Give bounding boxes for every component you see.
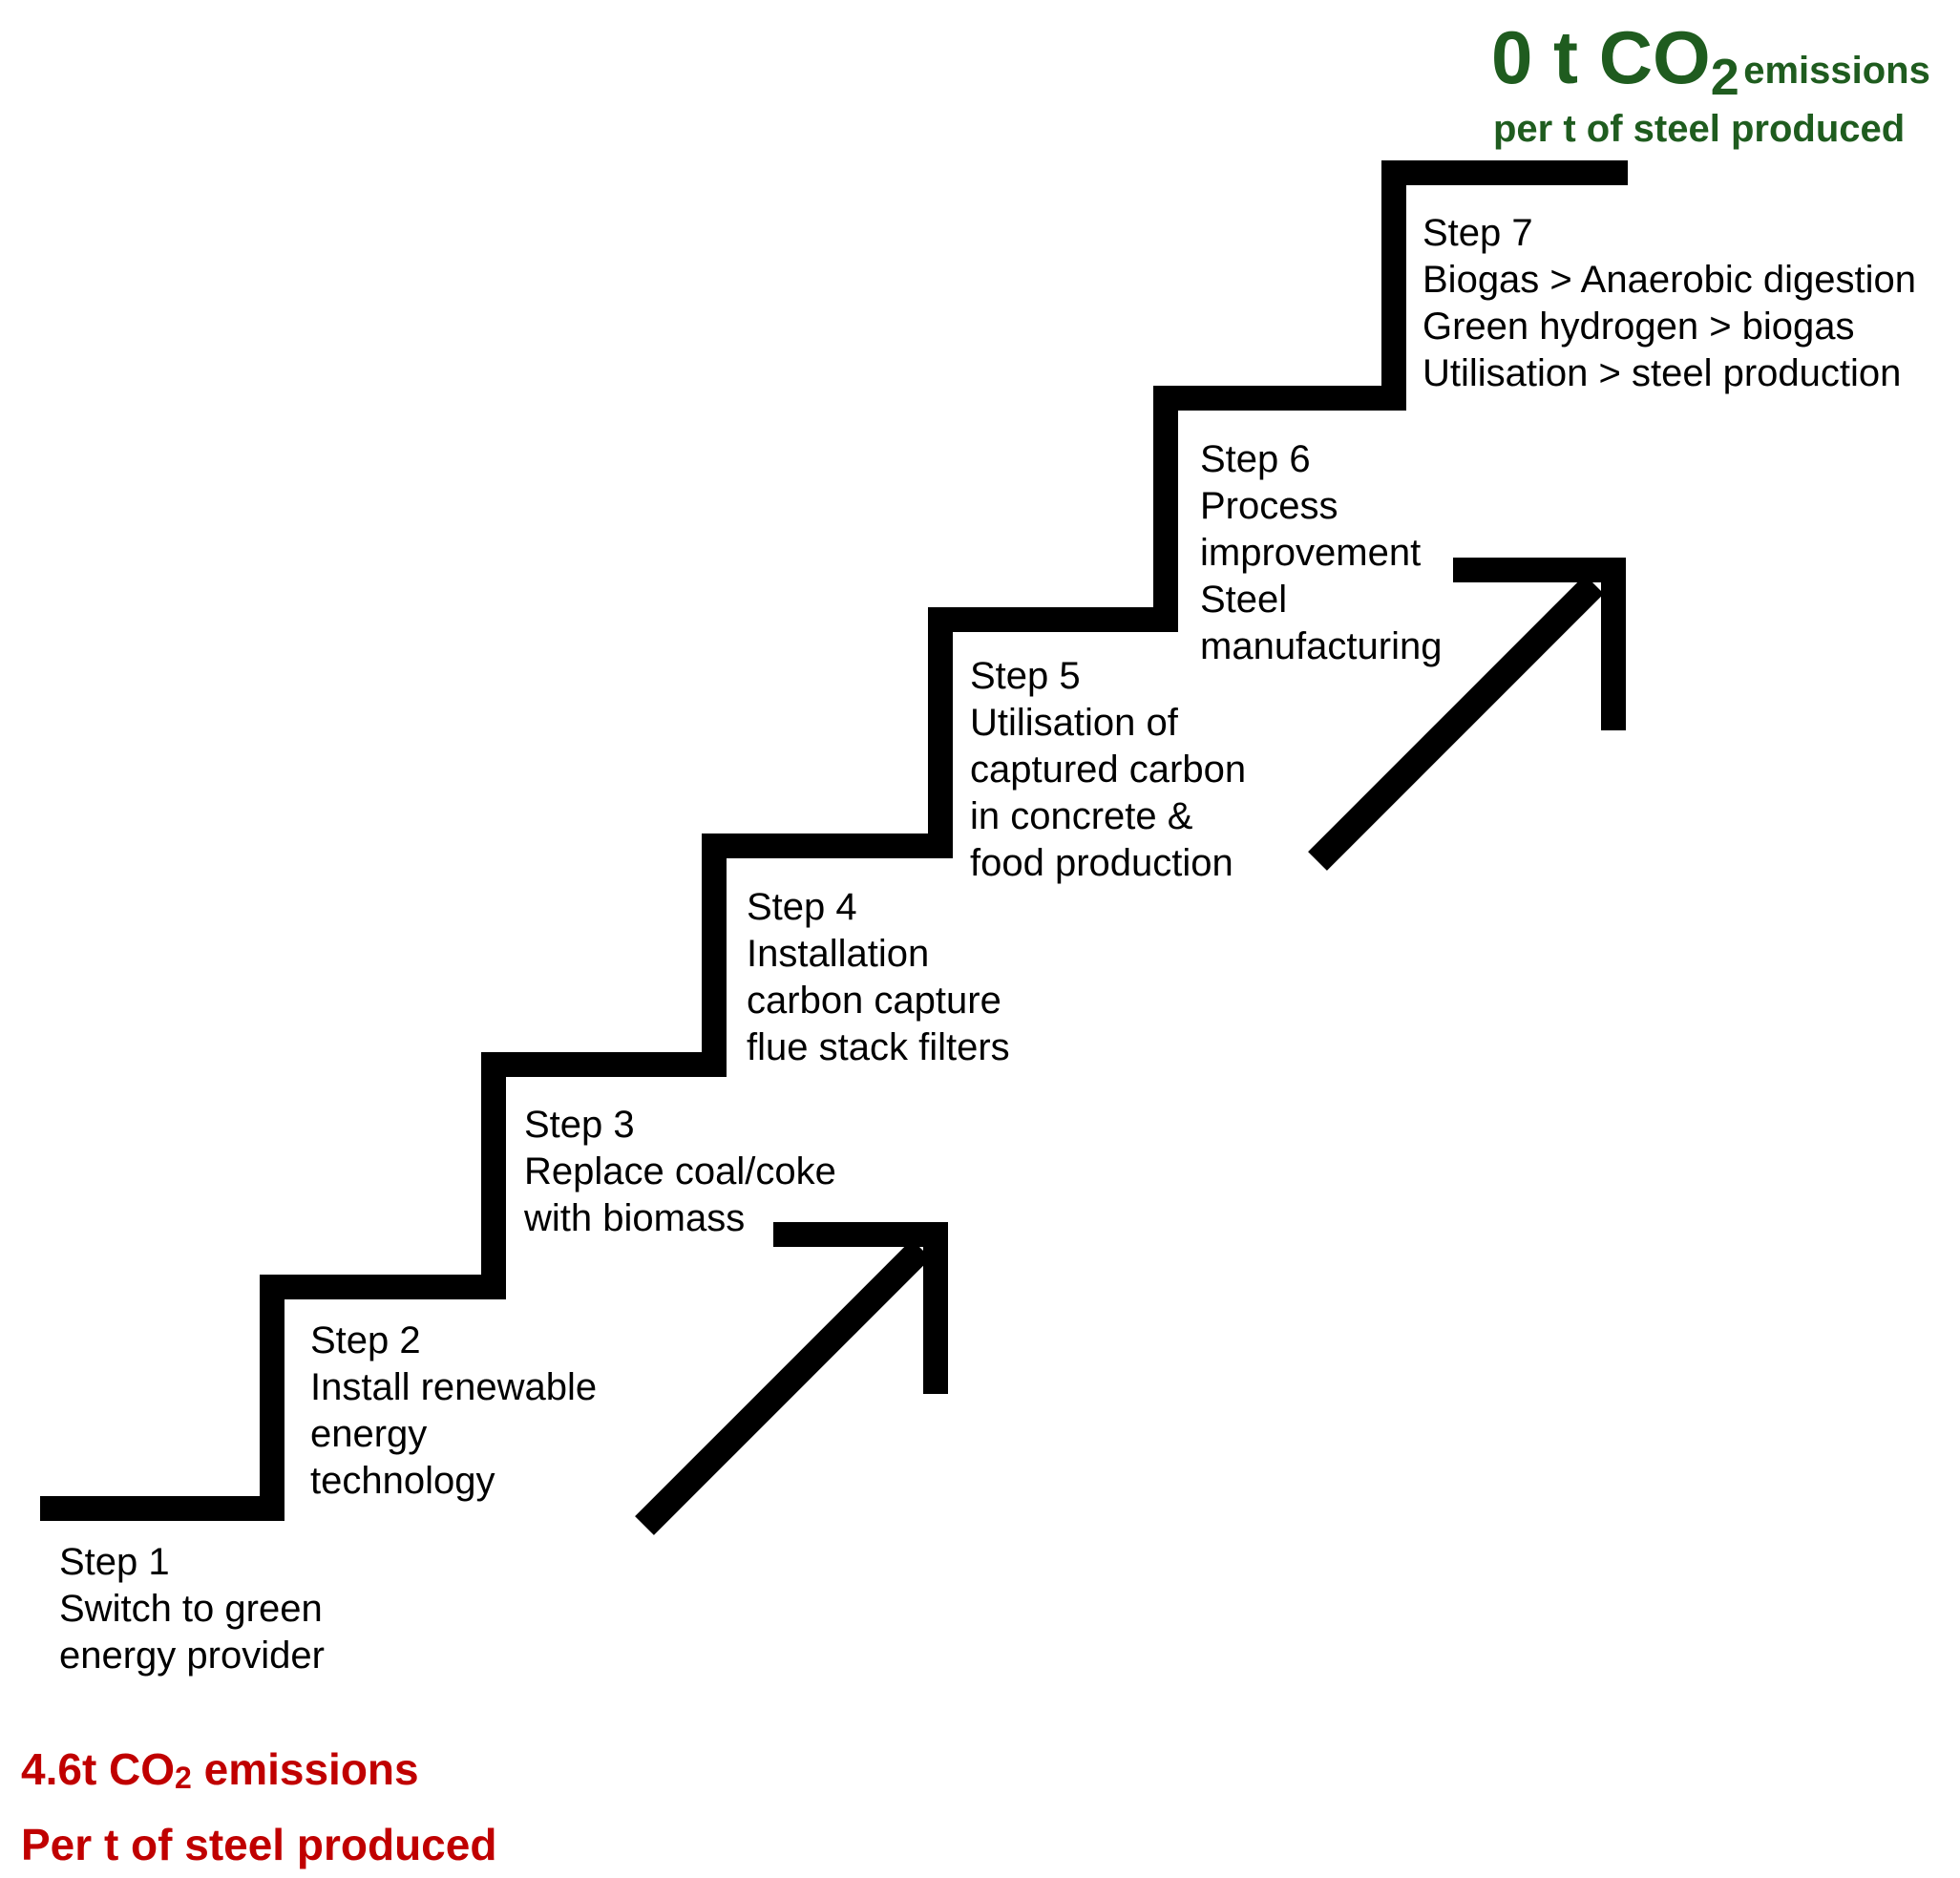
baseline-emissions-basis: Per t of steel produced — [21, 1820, 497, 1869]
baseline-value-suffix: emissions — [191, 1744, 419, 1794]
arrow-1-icon — [635, 1222, 948, 1535]
target-emissions-basis: per t of steel produced — [1493, 108, 1906, 150]
target-emissions-unit: emissions — [1743, 50, 1930, 92]
step-text: energy provider — [59, 1635, 325, 1677]
step-6-label: Step 6 Process improvement Steel manufac… — [1200, 436, 1442, 670]
step-title: Step 1 — [59, 1541, 170, 1583]
step-text: Biogas > Anaerobic digestion — [1423, 259, 1917, 301]
step-text: in concrete & — [970, 795, 1193, 837]
baseline-emissions-label: 4.6t CO2 emissions Per t of steel produc… — [21, 1736, 496, 1878]
step-text: with biomass — [524, 1197, 746, 1239]
baseline-emissions-value: 4.6t CO2 emissions — [21, 1736, 496, 1811]
step-7-label: Step 7 Biogas > Anaerobic digestion Gree… — [1423, 210, 1916, 397]
step-text: food production — [970, 842, 1233, 884]
arrow-2-icon — [1308, 558, 1626, 871]
step-2-label: Step 2 Install renewable energy technolo… — [310, 1318, 597, 1505]
step-text: manufacturing — [1200, 625, 1443, 667]
step-3-label: Step 3 Replace coal/coke with biomass — [524, 1102, 836, 1242]
baseline-value-prefix: 4.6t CO — [21, 1744, 176, 1794]
target-emissions-value: 0 t CO — [1491, 15, 1711, 99]
step-text: Process — [1200, 485, 1338, 527]
step-text: Green hydrogen > biogas — [1423, 306, 1855, 348]
step-text: flue stack filters — [747, 1026, 1010, 1068]
step-text: energy — [310, 1413, 428, 1455]
step-title: Step 7 — [1423, 212, 1533, 254]
step-title: Step 2 — [310, 1319, 421, 1361]
step-1-label: Step 1 Switch to green energy provider — [59, 1539, 325, 1679]
step-title: Step 4 — [747, 886, 857, 928]
step-text: carbon capture — [747, 980, 1001, 1022]
step-text: technology — [310, 1460, 495, 1502]
step-title: Step 5 — [970, 655, 1081, 697]
step-text: Utilisation > steel production — [1423, 352, 1902, 394]
step-text: Utilisation of — [970, 702, 1178, 744]
step-text: Replace coal/coke — [524, 1150, 836, 1192]
step-title: Step 3 — [524, 1104, 635, 1146]
step-text: Switch to green — [59, 1588, 323, 1630]
step-text: captured carbon — [970, 749, 1247, 791]
step-title: Step 6 — [1200, 438, 1311, 480]
staircase-line — [40, 160, 1628, 1521]
target-emissions-label: 0 t CO2 emissions per t of steel produce… — [1491, 17, 1930, 152]
step-text: Install renewable — [310, 1366, 598, 1408]
step-text: Steel — [1200, 579, 1288, 621]
baseline-co2-subscript: 2 — [175, 1761, 192, 1795]
step-4-label: Step 4 Installation carbon capture flue … — [747, 884, 1010, 1071]
step-text: improvement — [1200, 532, 1422, 574]
step-text: Installation — [747, 933, 930, 975]
target-co2-subscript: 2 — [1710, 49, 1739, 106]
step-5-label: Step 5 Utilisation of captured carbon in… — [970, 653, 1246, 887]
